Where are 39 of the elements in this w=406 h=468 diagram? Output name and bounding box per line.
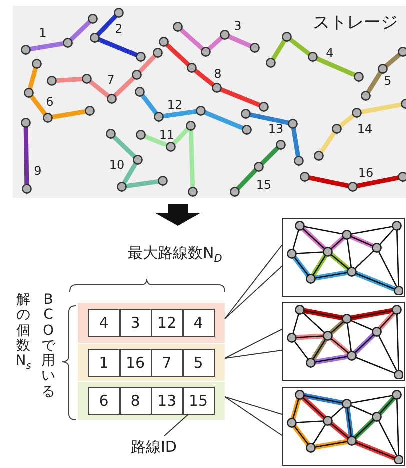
route-id-cell: 6 — [88, 387, 120, 415]
route-id-label: 路線ID — [126, 436, 182, 458]
storage-title: ストレージ — [313, 12, 398, 34]
route-number: 10 — [109, 158, 125, 172]
route-id-cell: 5 — [182, 348, 214, 376]
route-number: 16 — [358, 166, 374, 180]
route-number: 5 — [384, 74, 392, 88]
route-number: 8 — [214, 67, 222, 81]
route-number: 7 — [107, 73, 115, 87]
route-id-cell: 4 — [182, 309, 214, 337]
route-id-cell: 4 — [88, 309, 120, 337]
row-band — [78, 303, 225, 343]
route-id-cell: 13 — [151, 387, 183, 415]
route-number: 13 — [268, 122, 284, 136]
route-number: 2 — [115, 22, 123, 36]
leader-line — [164, 414, 188, 436]
axis-title: 最大路線数N$_{D}$ — [128, 244, 222, 265]
route-id-cell: 1 — [88, 348, 120, 376]
route-id-cell: 16 — [120, 348, 152, 376]
route-number: 9 — [34, 164, 42, 178]
route-number: 6 — [46, 95, 54, 109]
route-id-cell: 12 — [151, 309, 183, 337]
route-id-cell: 8 — [120, 387, 152, 415]
route-number: 12 — [167, 98, 183, 112]
route-number: 3 — [234, 19, 242, 33]
route-number: 14 — [357, 122, 373, 136]
callout-line — [224, 396, 282, 436]
route-number: 4 — [326, 46, 334, 60]
row-band — [78, 344, 225, 381]
axis-title: BCOで用いる解の個数N$_{s}$ — [14, 293, 57, 401]
callout-line — [224, 245, 282, 320]
route-number: 15 — [256, 178, 272, 192]
callout-line — [224, 329, 282, 359]
route-id-cell: 15 — [182, 387, 214, 415]
route-id-cell: 7 — [151, 348, 183, 376]
row-band — [78, 382, 225, 420]
route-number: 1 — [39, 26, 47, 40]
route-number: 11 — [159, 128, 175, 142]
route-id-cell: 3 — [120, 309, 152, 337]
